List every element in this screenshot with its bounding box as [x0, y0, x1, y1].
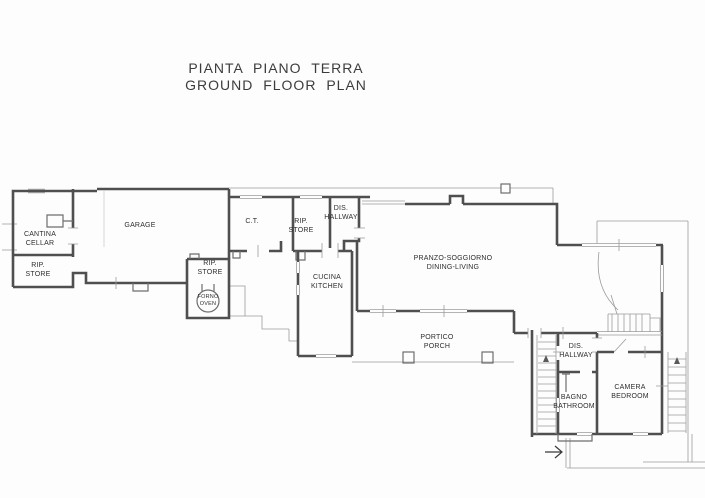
room-label-hallway-right: DIS. HALLWAY	[559, 343, 593, 359]
plan-title-english: GROUND FLOOR PLAN	[185, 77, 367, 93]
room-label-pranzo: PRANZO-SOGGIORNO DINING-LIVING	[413, 255, 493, 271]
upper-stair	[607, 294, 661, 332]
canopy-pillar	[500, 183, 511, 194]
room-label-garage: GARAGE	[124, 222, 156, 229]
room-label-camera: CAMERA BEDROOM	[611, 384, 649, 400]
garage-door-step	[132, 283, 149, 292]
stair-direction-mark	[543, 355, 549, 362]
room-label-bagno: BAGNO BATHROOM	[553, 394, 595, 410]
door-swing-arc	[597, 251, 619, 311]
room-label-cucina: CUCINA KITCHEN	[310, 274, 344, 290]
stair-direction-mark	[674, 357, 680, 364]
oven-store-walls	[185, 253, 231, 320]
room-label-hallway-top: DIS. HALLWAY	[324, 205, 358, 221]
room-label-forno: FORNO OVEN	[197, 294, 219, 307]
room-label-store-mid: RIP. STORE	[288, 218, 314, 234]
bathroom-sill	[557, 434, 593, 442]
entrance-arrow-icon	[545, 445, 563, 459]
room-label-portico: PORTICO PORCH	[420, 334, 454, 350]
porch-pillar	[481, 351, 494, 364]
cellar-fixture	[46, 214, 73, 228]
bedroom-block-walls	[530, 327, 668, 442]
right-stair	[667, 352, 687, 433]
room-label-ct: C.T.	[245, 218, 259, 225]
porch-pillars	[402, 351, 494, 364]
plan-title: PIANTA PIANO TERRA GROUND FLOOR PLAN	[185, 60, 367, 94]
forno-oven-circle	[196, 289, 220, 313]
living-room-walls	[355, 183, 664, 434]
exterior-thin-lines	[2, 187, 705, 469]
room-label-store-oven: RIP. STORE	[197, 260, 223, 276]
service-row-walls	[229, 195, 370, 259]
shower-divider	[562, 373, 570, 392]
room-label-cantina: CANTINA CELLAR	[23, 231, 57, 247]
room-label-store-left: RIP. STORE	[25, 262, 51, 278]
kitchen-walls	[293, 243, 354, 358]
left-stair	[536, 335, 557, 434]
plan-title-italian: PIANTA PIANO TERRA	[188, 60, 364, 76]
porch-pillar	[402, 351, 415, 364]
garage-block-walls	[11, 187, 231, 292]
